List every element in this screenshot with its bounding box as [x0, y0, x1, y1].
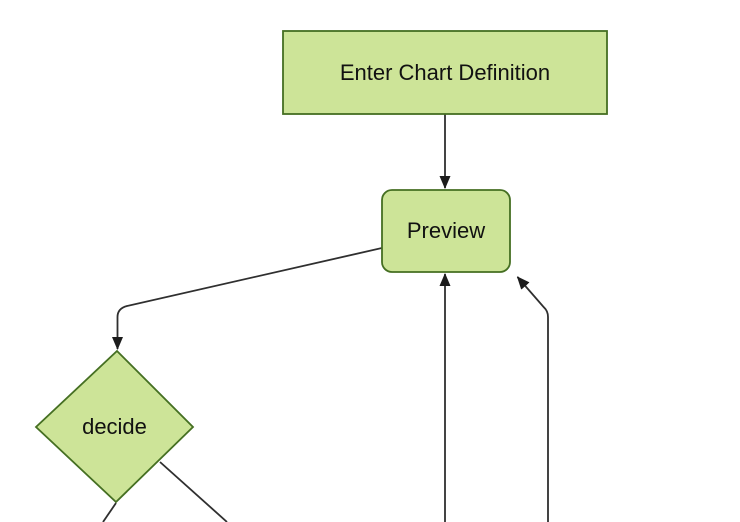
edge-layer	[102, 114, 549, 522]
edge-decide-to-bottomleft	[102, 502, 117, 522]
edge-preview-to-decide	[112, 247, 383, 350]
edge-bottomright-to-preview	[516, 276, 549, 522]
node-layer	[34, 30, 608, 504]
edge-decide-to-bottomright	[159, 461, 228, 522]
node-decide-shape	[34, 349, 195, 504]
node-preview-shape	[381, 189, 511, 273]
node-enter-chart-definition-shape	[282, 30, 608, 115]
